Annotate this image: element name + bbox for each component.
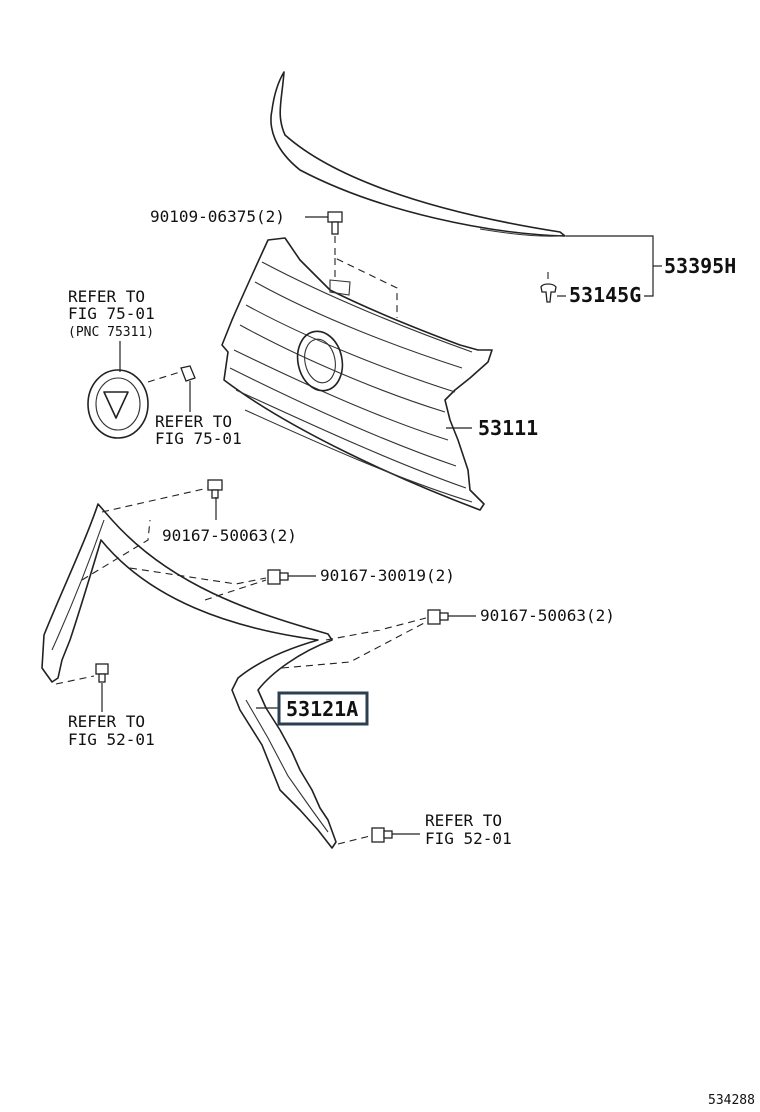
fig52-right-dashes (337, 835, 371, 845)
grille[interactable] (221, 237, 493, 511)
fig52-left-dashes (55, 675, 95, 685)
clip-icon[interactable] (540, 272, 557, 303)
fig52-right-ref-line2: FIG 52-01 (425, 829, 512, 848)
emblem-ref-line3: (PNC 75311) (68, 325, 154, 340)
upper-molding[interactable] (270, 71, 566, 237)
fig52-left-ref-line1: REFER TO (68, 712, 145, 731)
diagram-id: 534288 (708, 1093, 755, 1108)
grille-label[interactable]: 53111 (478, 416, 538, 440)
emblem-icon[interactable] (87, 369, 149, 439)
bolt-top-icon[interactable] (327, 211, 343, 235)
clip-label[interactable]: 53145G (569, 283, 641, 307)
emblem-ref-line2: FIG 75-01 (68, 304, 155, 323)
bolt-left-label[interactable]: 90167-50063(2) (162, 526, 297, 545)
bolt-mid-label[interactable]: 90167-30019(2) (320, 566, 455, 585)
bolt-right-dashes (281, 617, 427, 669)
frame-label[interactable]: 53121A (286, 697, 358, 721)
emblem-dashes (147, 371, 181, 383)
bolt-top-label[interactable]: 90109-06375(2) (150, 207, 285, 226)
bolt-right-label[interactable]: 90167-50063(2) (480, 606, 615, 625)
bolt-top-dashes (334, 236, 398, 318)
bolt-left-icon[interactable] (207, 479, 223, 499)
fig52-left-ref-line2: FIG 52-01 (68, 730, 155, 749)
bolt-right-icon[interactable] (427, 609, 449, 625)
emblem-seal-icon[interactable] (180, 365, 196, 382)
lower-frame[interactable] (41, 503, 337, 849)
bolt-fig52-left-icon[interactable] (95, 663, 109, 683)
molding-label[interactable]: 53395H (664, 254, 736, 278)
fig75-ref-line2: FIG 75-01 (155, 429, 242, 448)
bolt-mid-icon[interactable] (267, 569, 289, 585)
emblem-ref-line1: REFER TO (68, 287, 145, 306)
frame-label-box (277, 691, 369, 726)
bolt-fig52-right-icon[interactable] (371, 827, 393, 843)
fig75-ref-line1: REFER TO (155, 412, 232, 431)
fig52-right-ref-line1: REFER TO (425, 811, 502, 830)
bolt-mid-dashes (129, 567, 267, 601)
bolt-left-dashes (81, 487, 209, 581)
